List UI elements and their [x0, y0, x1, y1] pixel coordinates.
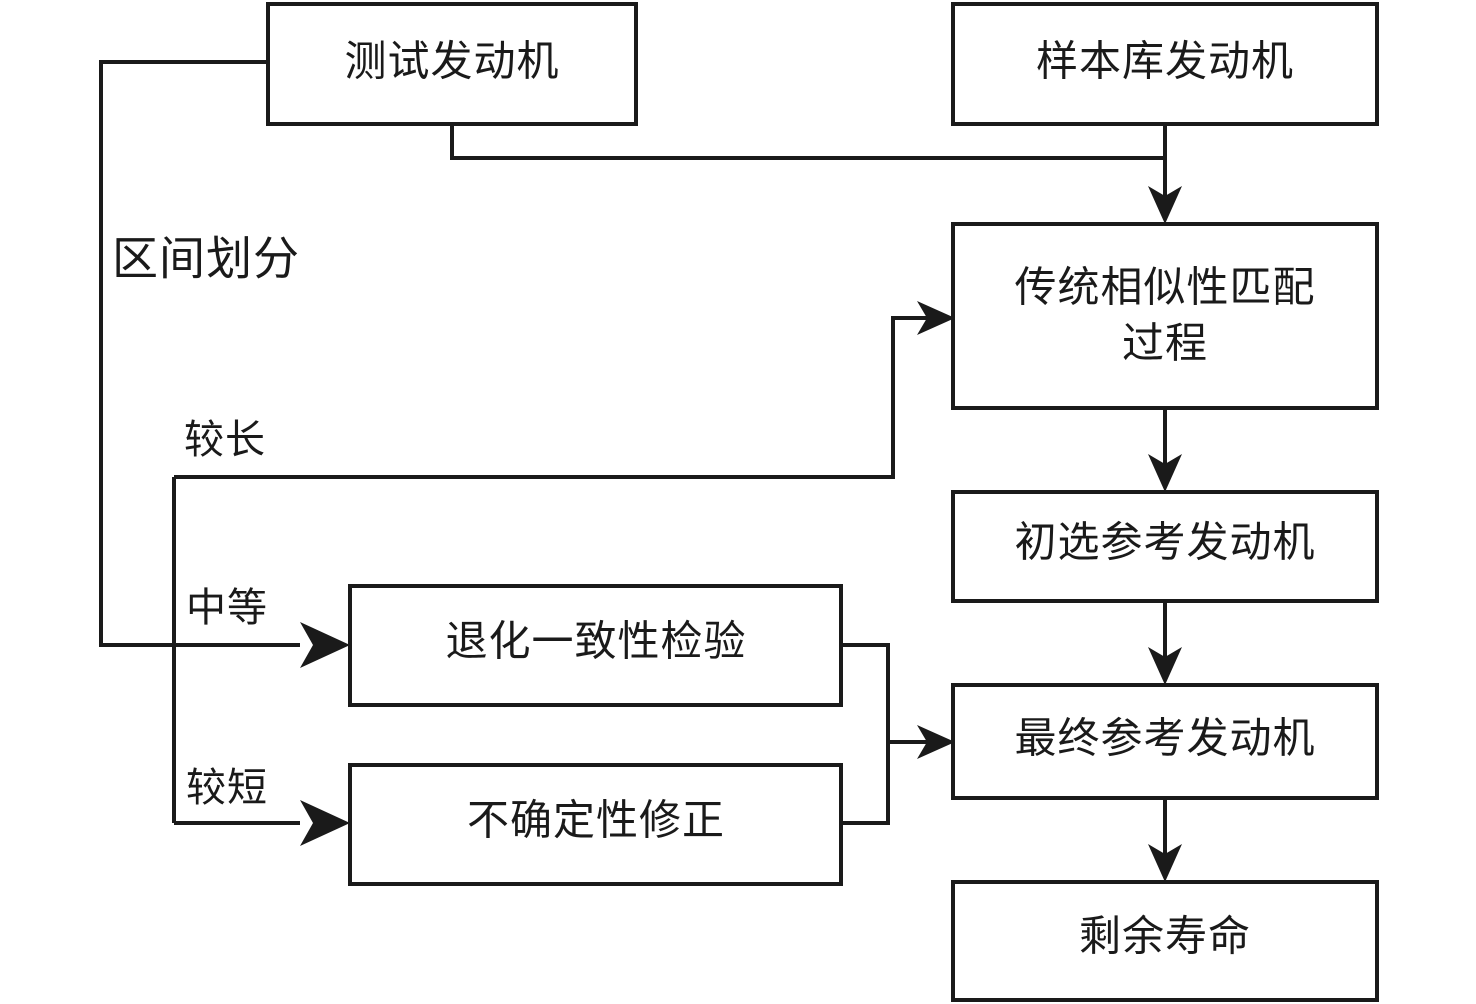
- edge-test-engine-to-similarity: [450, 124, 1165, 160]
- arrowhead-sample-library-to-similarity: [1148, 186, 1182, 224]
- arrowhead-preliminary-to-final: [1148, 647, 1182, 685]
- node-degradation-consistency-test[interactable]: 退化一致性检验: [348, 584, 843, 707]
- node-preliminary-reference-engine-label: 初选参考发动机: [1014, 520, 1315, 567]
- node-similarity-matching-process-label-line2: 过程: [1122, 322, 1208, 368]
- node-remaining-useful-life-box[interactable]: [951, 880, 1379, 1002]
- node-remaining-useful-life[interactable]: 剩余寿命: [951, 880, 1379, 1002]
- node-preliminary-reference-engine[interactable]: 初选参考发动机: [951, 490, 1379, 603]
- arrowhead-shorter-to-uncertainty-correction: [300, 800, 350, 846]
- edge-degradation-test-to-merge: [841, 643, 890, 742]
- edge-label-shorter: 较短: [186, 765, 268, 810]
- edge-label-interval-division: 区间划分: [112, 234, 300, 285]
- node-final-reference-engine-label: 最终参考发动机: [1014, 716, 1315, 763]
- edge-label-medium: 中等: [186, 585, 268, 630]
- node-final-reference-engine-box[interactable]: [951, 683, 1379, 800]
- node-uncertainty-correction[interactable]: 不确定性修正: [348, 763, 843, 886]
- node-sample-library-engine-label: 样本库发动机: [1036, 40, 1294, 86]
- edge-uncertainty-correction-to-merge: [841, 742, 890, 825]
- node-preliminary-reference-engine-box[interactable]: [951, 490, 1379, 603]
- arrowhead-merge-to-final-reference: [917, 725, 955, 759]
- edge-label-longer: 较长: [184, 417, 266, 462]
- node-uncertainty-correction-label: 不确定性修正: [467, 798, 725, 845]
- node-similarity-matching-process-label-line1: 传统相似性匹配: [1014, 266, 1315, 312]
- arrowhead-similarity-to-preliminary: [1148, 454, 1182, 492]
- node-final-reference-engine[interactable]: 最终参考发动机: [951, 683, 1379, 800]
- node-similarity-matching-process[interactable]: 传统相似性匹配 过程: [951, 222, 1379, 410]
- node-remaining-useful-life-label: 剩余寿命: [1079, 914, 1251, 961]
- edge-longer-to-similarity: [174, 316, 935, 479]
- node-test-engine-box[interactable]: [266, 2, 638, 126]
- arrowhead-longer-to-similarity: [917, 301, 955, 335]
- node-sample-library-engine[interactable]: 样本库发动机: [951, 2, 1379, 126]
- node-degradation-consistency-test-label: 退化一致性检验: [445, 619, 746, 666]
- node-sample-library-engine-box[interactable]: [951, 2, 1379, 126]
- node-test-engine[interactable]: 测试发动机: [266, 2, 638, 126]
- arrowhead-final-to-remaining-life: [1148, 844, 1182, 882]
- edge-test-engine-to-interval-spine: [99, 60, 268, 647]
- node-test-engine-label: 测试发动机: [344, 40, 559, 86]
- node-similarity-matching-process-box[interactable]: [951, 222, 1379, 410]
- arrowhead-medium-to-degradation-test: [300, 622, 350, 668]
- node-uncertainty-correction-box[interactable]: [348, 763, 843, 886]
- node-degradation-consistency-test-box[interactable]: [348, 584, 843, 707]
